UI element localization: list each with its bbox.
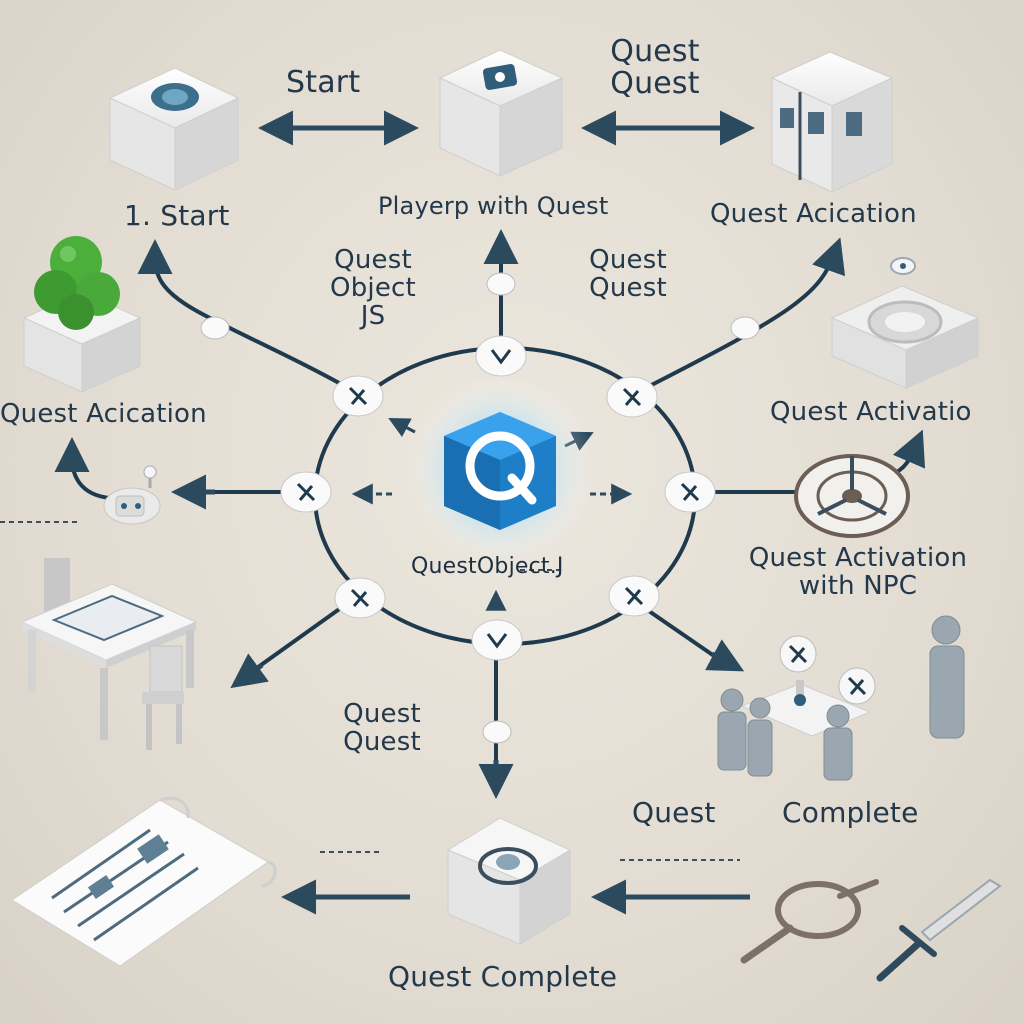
- ring-pedestal-icon[interactable]: [830, 257, 980, 389]
- label-quest-object-js-line3: JS: [360, 301, 386, 332]
- label-start-top: Start: [286, 65, 361, 100]
- npc-meeting-icon[interactable]: [717, 615, 965, 781]
- arrows: [54, 110, 926, 915]
- quest-q-icon: [465, 431, 537, 505]
- ring-nodes: [200, 272, 760, 744]
- label-quest-quest-top: Quest Quest: [595, 34, 715, 102]
- node-lower-right[interactable]: [608, 575, 660, 617]
- node-top[interactable]: [475, 335, 527, 377]
- magnifier-sword-icon[interactable]: [740, 878, 1002, 982]
- arrow-right-hook: [892, 429, 926, 469]
- box-fan-icon[interactable]: [438, 49, 564, 177]
- dot-down: [482, 720, 512, 744]
- label-quest-quest-mid-line1: Quest: [589, 245, 667, 275]
- small-robot-icon[interactable]: [103, 465, 161, 525]
- label-quest-activation-npc-line2: with NPC: [798, 571, 918, 602]
- label-player-with-quest: Playerp with Quest: [378, 192, 609, 220]
- label-center-object: QuestObject.J: [411, 554, 564, 579]
- label-quest-complete-split-1: Quest: [632, 796, 716, 829]
- node-lower-left[interactable]: [334, 577, 386, 619]
- center-node[interactable]: [405, 375, 595, 565]
- node-bottom[interactable]: [471, 619, 523, 661]
- dashed-decor: [0, 521, 740, 861]
- arrow-lower-right-spoke: [705, 639, 745, 672]
- label-quest-complete-split-2: Complete: [782, 796, 919, 829]
- scroll-map-icon[interactable]: [11, 796, 277, 967]
- label-quest-object-js: Quest Object JS: [318, 246, 428, 330]
- label-quest-activation-npc-line1: Quest Activation: [748, 543, 968, 573]
- target-dial-icon[interactable]: [794, 454, 910, 538]
- dot-upper-right: [730, 316, 760, 340]
- label-quest-quest-low-line2: Quest: [343, 727, 421, 758]
- label-quest-object-js-line1: Quest: [334, 245, 412, 275]
- label-start-numbered: 1. Start: [124, 199, 230, 232]
- potted-plant-icon[interactable]: [22, 236, 142, 393]
- node-upper-right[interactable]: [606, 376, 658, 418]
- label-quest-quest-top-line2: Quest: [610, 66, 700, 102]
- label-quest-activation-npc: Quest Activation with NPC: [718, 544, 998, 600]
- label-quest-quest-low: Quest Quest: [326, 700, 438, 756]
- desk-chairs-icon[interactable]: [0, 558, 198, 750]
- label-quest-object-js-line2: Object: [330, 273, 416, 304]
- label-quest-acication-left: Quest Acication: [0, 399, 207, 429]
- box-door-icon[interactable]: [770, 51, 894, 193]
- node-left[interactable]: [280, 471, 332, 513]
- node-right[interactable]: [664, 471, 716, 513]
- label-quest-acication-right: Quest Acication: [710, 199, 917, 229]
- arrow-lower-left-spoke: [230, 653, 269, 689]
- label-quest-activatio-right: Quest Activatio: [770, 397, 972, 427]
- arrow-upper-right-spoke: [812, 237, 846, 277]
- label-quest-quest-top-line1: Quest: [610, 34, 700, 69]
- label-quest-quest-low-line1: Quest: [343, 699, 421, 729]
- dot-up: [486, 272, 516, 296]
- dot-upper-left: [200, 316, 230, 340]
- label-quest-quest-mid: Quest Quest: [572, 246, 684, 302]
- node-upper-left[interactable]: [332, 375, 384, 417]
- label-quest-quest-mid-line2: Quest: [589, 273, 667, 304]
- npc-person: [717, 615, 965, 781]
- label-quest-complete-bottom: Quest Complete: [388, 960, 618, 993]
- box-screen-icon[interactable]: [108, 67, 240, 191]
- chest-button-icon[interactable]: [446, 817, 572, 945]
